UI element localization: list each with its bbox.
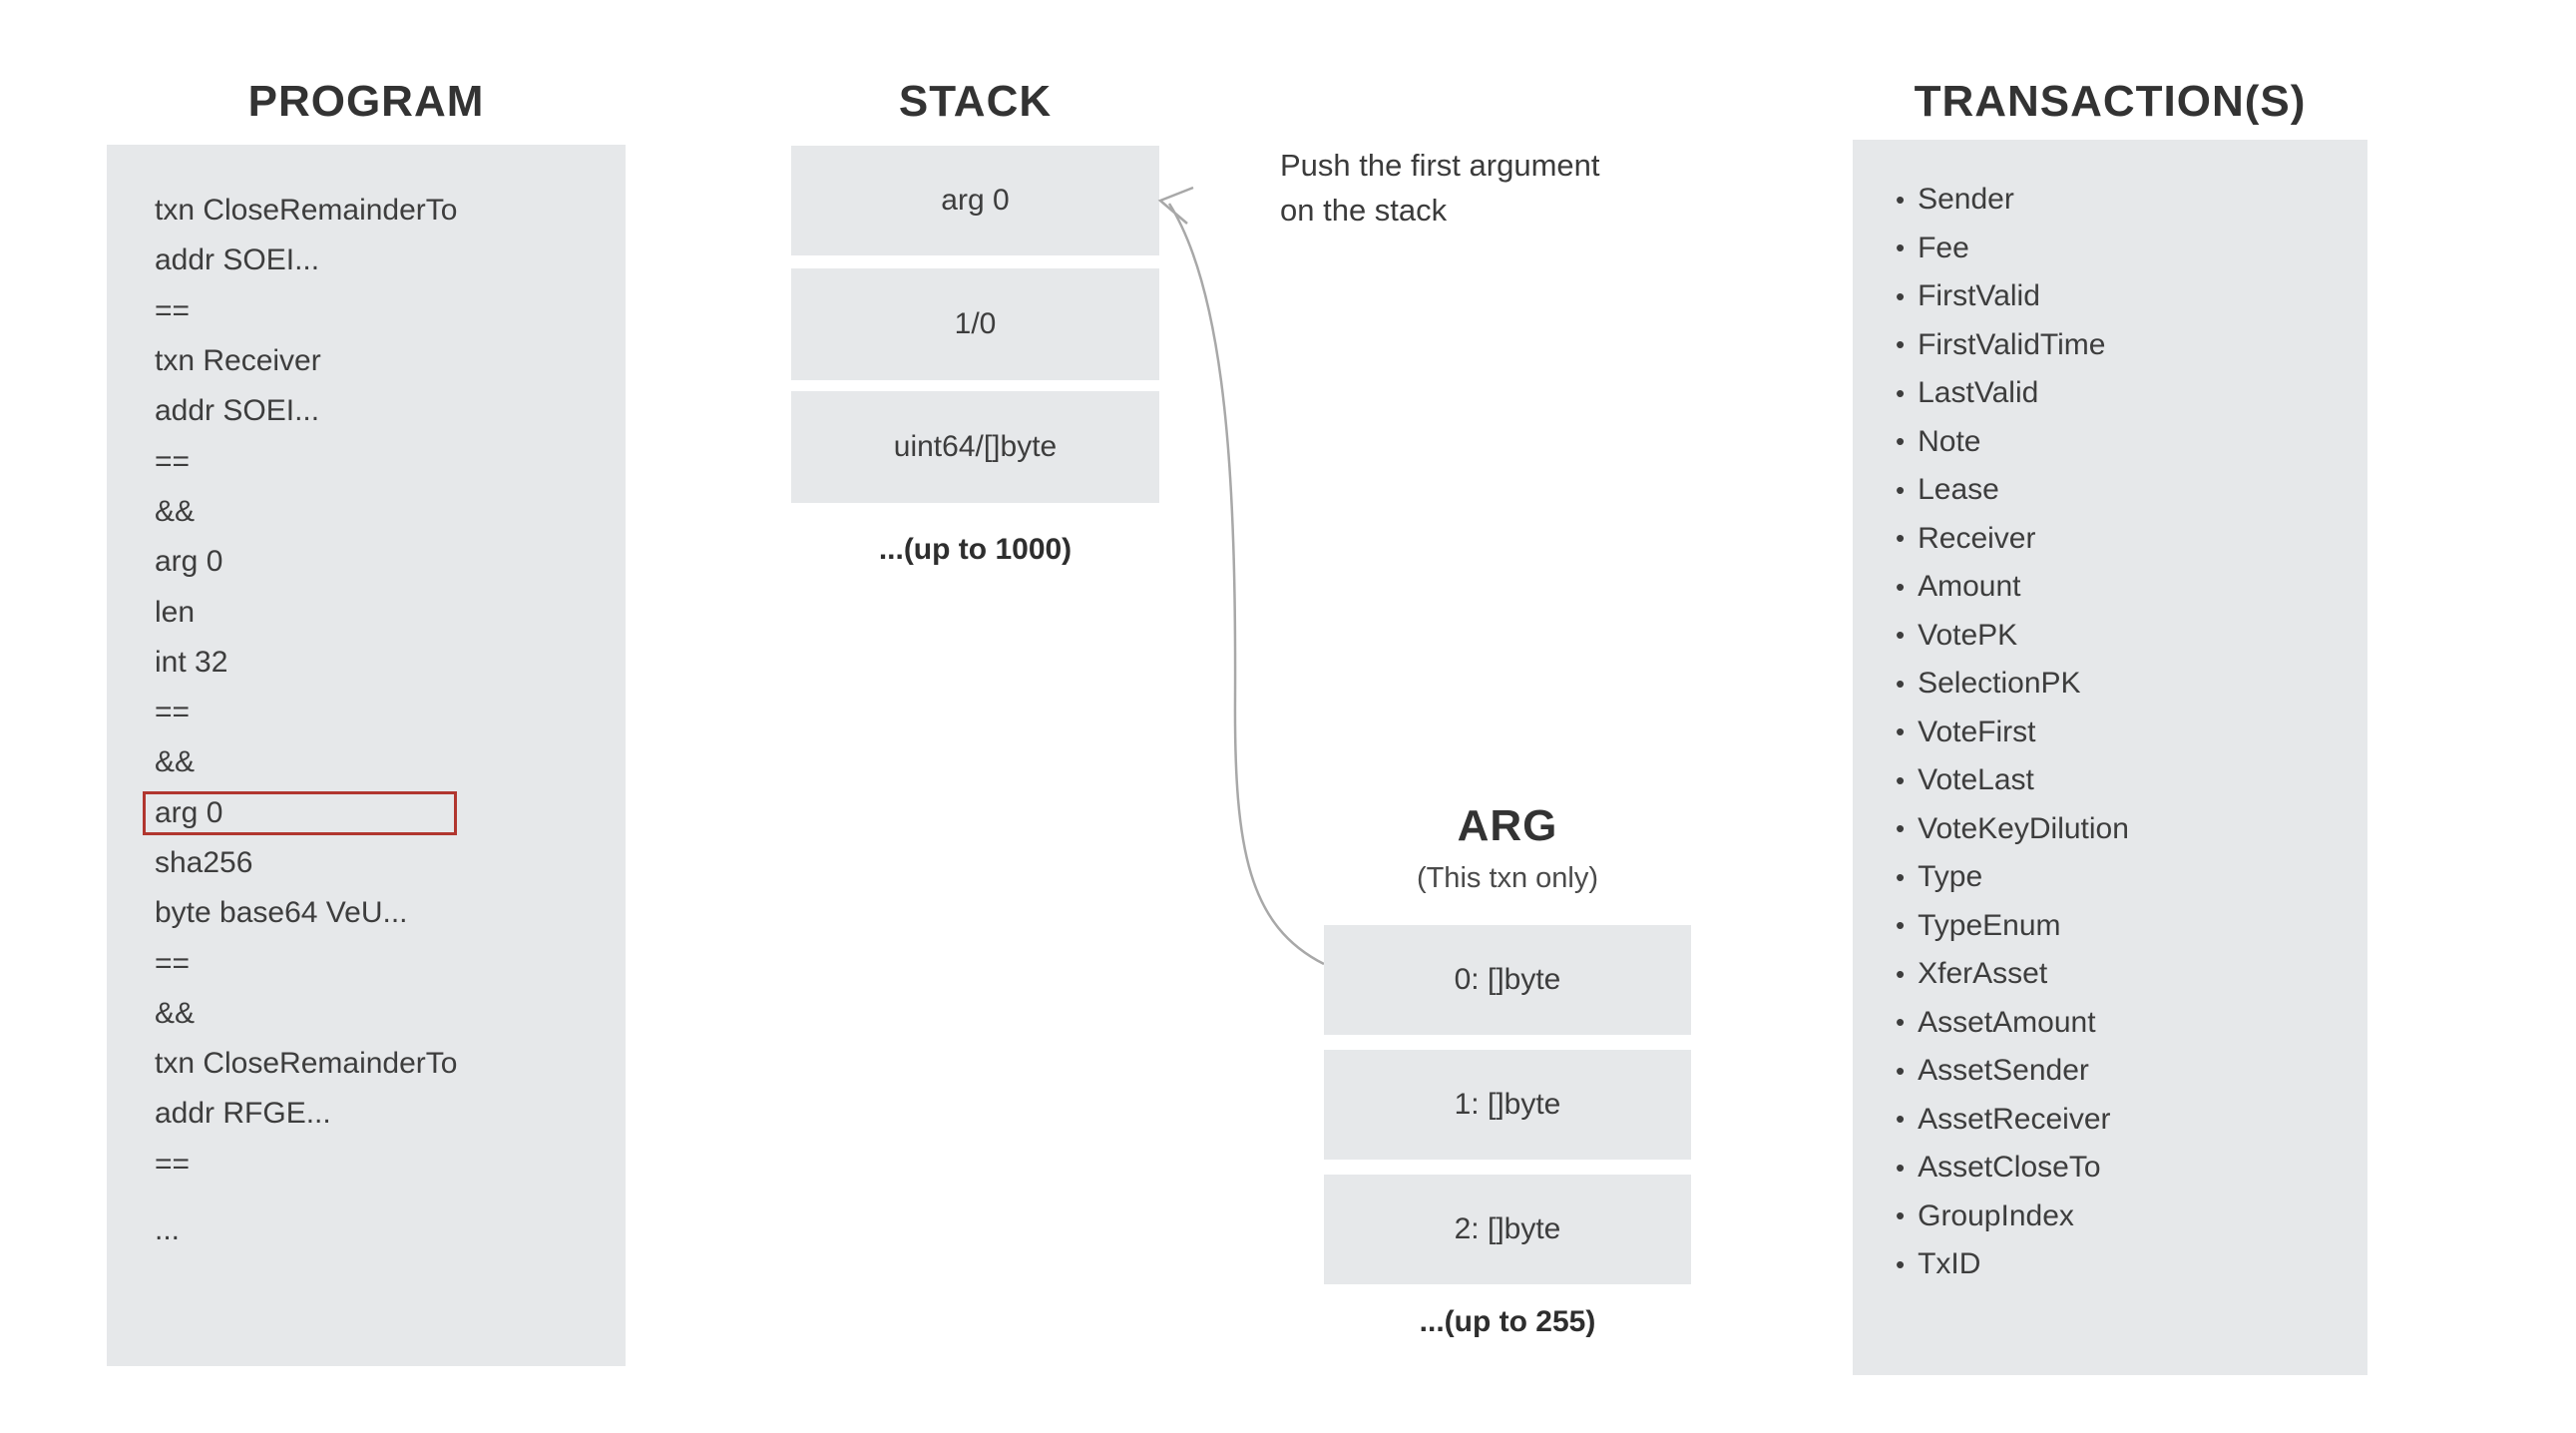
program-line: == — [155, 696, 191, 729]
bullet-icon: • — [1896, 764, 1906, 795]
program-line: && — [155, 745, 196, 779]
program-line: txn Receiver — [155, 344, 321, 378]
transaction-field: •VoteFirst — [1896, 715, 2036, 748]
bullet-icon: • — [1896, 861, 1906, 892]
transaction-field: •FirstValidTime — [1896, 327, 2106, 361]
program-line: == — [155, 1147, 191, 1181]
arg-item: 1: []byte — [1324, 1050, 1691, 1160]
program-line: int 32 — [155, 645, 228, 679]
bullet-icon: • — [1896, 1248, 1906, 1279]
transaction-field: •AssetCloseTo — [1896, 1151, 2101, 1185]
annotation-line: Push the first argument — [1280, 148, 1600, 183]
transaction-field: •LastValid — [1896, 376, 2039, 410]
program-line: == — [155, 293, 191, 327]
transaction-field: •Lease — [1896, 473, 1999, 507]
program-line: txn CloseRemainderTo — [155, 194, 458, 228]
arg-subtitle: (This txn only) — [1416, 862, 1599, 894]
transaction-field: •XferAsset — [1896, 957, 2048, 991]
transaction-field: •GroupIndex — [1896, 1198, 2074, 1232]
program-title: PROGRAM — [247, 77, 485, 126]
transaction-field: •Amount — [1896, 570, 2021, 604]
program-line: == — [155, 444, 191, 478]
bullet-icon: • — [1896, 1055, 1906, 1086]
transaction-field: •Receiver — [1896, 521, 2036, 555]
arg-caption: ...(up to 255) — [1419, 1305, 1596, 1338]
transaction-field: •VoteLast — [1896, 763, 2034, 797]
bullet-icon: • — [1896, 184, 1906, 215]
transaction-field: •AssetSender — [1896, 1054, 2089, 1088]
bullet-icon: • — [1896, 426, 1906, 457]
transaction-field: •SelectionPK — [1896, 667, 2081, 701]
bullet-icon: • — [1896, 668, 1906, 699]
transaction-field: •Type — [1896, 860, 1983, 894]
bullet-icon: • — [1896, 1152, 1906, 1183]
transaction-field: •TxID — [1896, 1247, 1981, 1281]
bullet-icon: • — [1896, 280, 1906, 311]
stack-item: uint64/[]byte — [791, 391, 1159, 503]
transaction-field: •FirstValid — [1896, 279, 2040, 313]
transaction-field: •AssetReceiver — [1896, 1102, 2111, 1136]
program-line: addr SOEI... — [155, 394, 320, 428]
bullet-icon: • — [1896, 233, 1906, 263]
bullet-icon: • — [1896, 1007, 1906, 1038]
bullet-icon: • — [1896, 620, 1906, 651]
transaction-field: •VotePK — [1896, 618, 2018, 652]
bullet-icon: • — [1896, 474, 1906, 505]
bullet-icon: • — [1896, 716, 1906, 747]
program-line: byte base64 VeU... — [155, 896, 408, 930]
bullet-icon: • — [1896, 1104, 1906, 1135]
bullet-icon: • — [1896, 329, 1906, 360]
program-line: ... — [155, 1213, 181, 1247]
annotation-push-argument: Push the first argument on the stack — [1280, 143, 1600, 233]
transaction-field: •AssetAmount — [1896, 1005, 2096, 1039]
program-line: && — [155, 996, 196, 1030]
program-line: sha256 — [155, 846, 253, 879]
arg-title: ARG — [1457, 801, 1558, 850]
bullet-icon: • — [1896, 377, 1906, 408]
program-line: == — [155, 946, 191, 980]
transactions-title: TRANSACTION(S) — [1914, 77, 2307, 126]
program-line-highlighted: arg 0 — [143, 790, 457, 835]
bullet-icon: • — [1896, 523, 1906, 554]
stack-item: arg 0 — [791, 146, 1159, 255]
program-line: txn CloseRemainderTo — [155, 1047, 458, 1081]
transaction-field: •VoteKeyDilution — [1896, 811, 2129, 845]
transactions-box — [1853, 140, 2367, 1375]
transaction-field: •Sender — [1896, 183, 2014, 217]
stack-item: 1/0 — [791, 268, 1159, 380]
bullet-icon: • — [1896, 958, 1906, 989]
bullet-icon: • — [1896, 571, 1906, 602]
stack-caption: ...(up to 1000) — [878, 533, 1073, 566]
program-line: addr SOEI... — [155, 243, 320, 277]
program-line: len — [155, 595, 196, 629]
arg-item: 2: []byte — [1324, 1175, 1691, 1284]
program-line: && — [155, 494, 196, 528]
stack-title: STACK — [898, 77, 1053, 126]
transaction-field: •Note — [1896, 424, 1981, 458]
bullet-icon: • — [1896, 1200, 1906, 1231]
arg-item: 0: []byte — [1324, 925, 1691, 1035]
transaction-field: •TypeEnum — [1896, 908, 2061, 942]
annotation-line: on the stack — [1280, 193, 1448, 228]
bullet-icon: • — [1896, 910, 1906, 941]
program-line: addr RFGE... — [155, 1097, 331, 1131]
transaction-field-list: •Sender •Fee •FirstValid •FirstValidTime… — [1896, 176, 2129, 1289]
program-line-list: txn CloseRemainderTo addr SOEI... == txn… — [143, 186, 458, 1255]
transaction-field: •Fee — [1896, 231, 1969, 264]
program-line: arg 0 — [155, 545, 223, 579]
program-box — [107, 145, 626, 1366]
bullet-icon: • — [1896, 813, 1906, 844]
